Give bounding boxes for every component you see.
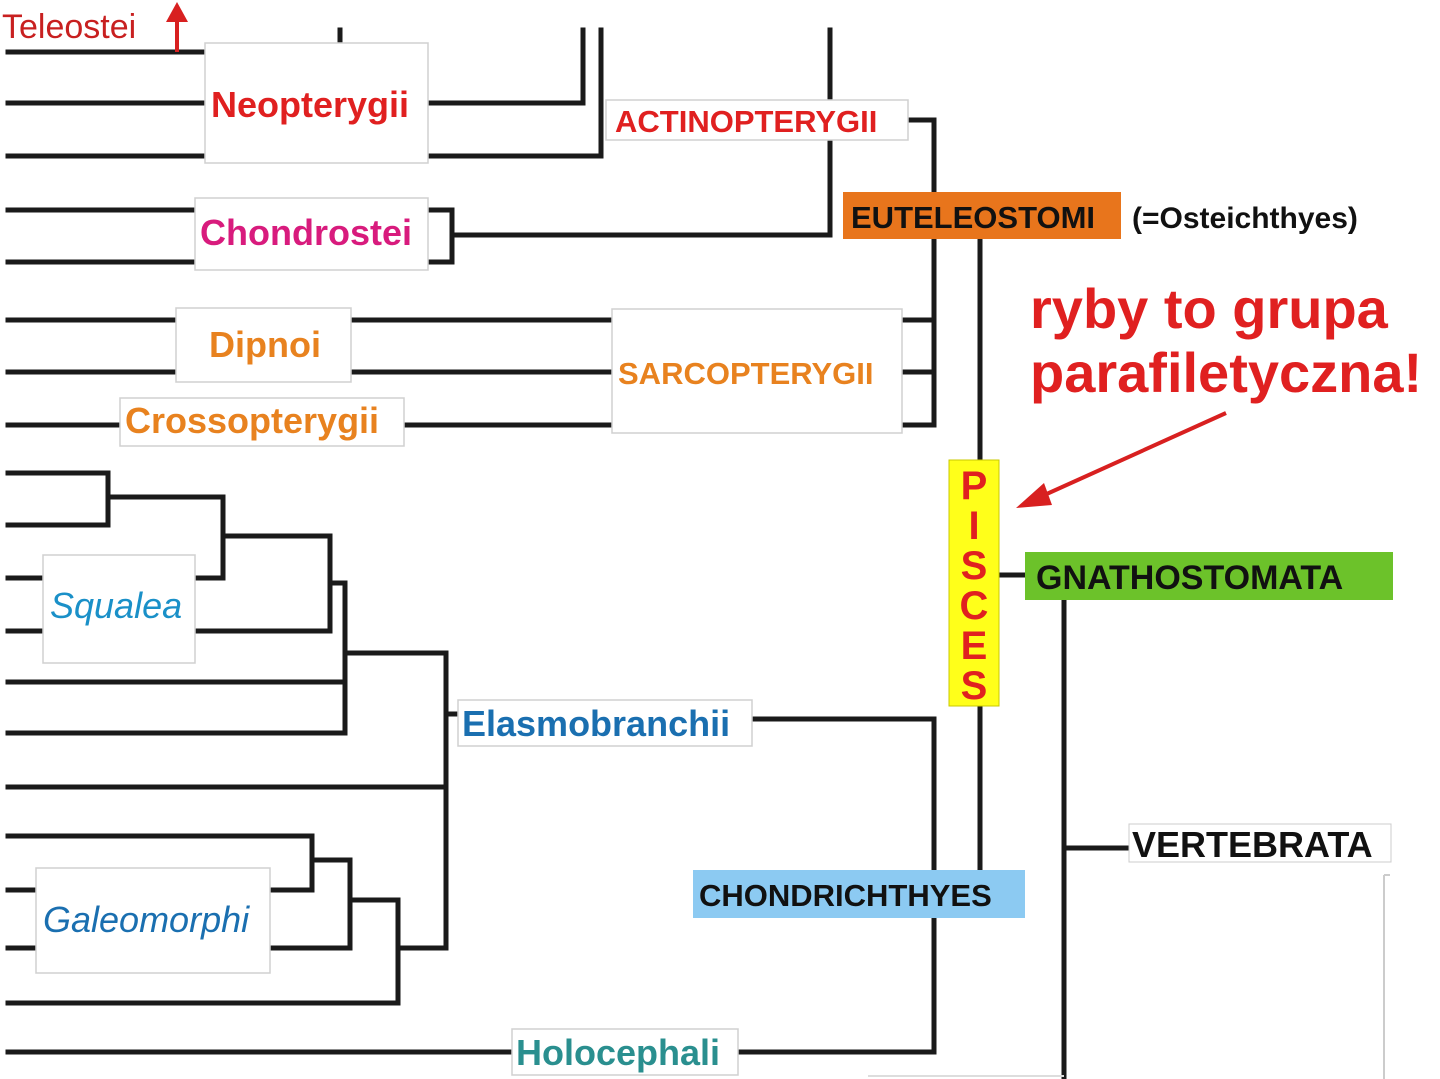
frame-edge — [1383, 874, 1390, 1079]
label-actinopterygii: ACTINOPTERYGII — [615, 104, 877, 139]
crossopterygii-box — [119, 397, 405, 447]
label-crossopterygii: Crossopterygii — [125, 400, 379, 441]
vertebrata-box — [1128, 823, 1392, 863]
chondrostei-box — [194, 197, 429, 271]
note-line-1: ryby to grupa — [1030, 277, 1389, 340]
label-dipnoi: Dipnoi — [209, 324, 321, 365]
squalea-box — [42, 554, 196, 664]
pisces-box — [948, 459, 1000, 707]
label-elasmobranchii: Elasmobranchii — [462, 703, 730, 744]
gnathostomata-box — [1025, 552, 1393, 600]
sarcopterygii-box — [611, 308, 903, 434]
dipnoi-box — [175, 307, 352, 383]
euteleostomi-box — [843, 192, 1121, 239]
galeomorphi-box — [35, 867, 271, 974]
label-gnathostomata: GNATHOSTOMATA — [1036, 559, 1343, 597]
label-vertebrata: VERTEBRATA — [1132, 824, 1373, 865]
label-osteichthyes: (=Osteichthyes) — [1132, 202, 1358, 235]
elasmobranchii-box — [457, 699, 753, 747]
label-squalea: Squalea — [50, 585, 182, 626]
label-euteleostomi: EUTELEOSTOMI — [851, 200, 1095, 235]
label-neopterygii: Neopterygii — [211, 84, 409, 125]
label-chondrostei: Chondrostei — [200, 212, 412, 253]
label-teleostei: Teleostei — [2, 8, 136, 46]
pisces-letter: P — [961, 464, 988, 508]
neopterygii-box — [204, 42, 429, 164]
label-pisces: P I S C E S — [960, 464, 989, 708]
actinopterygii-box — [605, 99, 909, 141]
pisces-letter: S — [961, 664, 988, 708]
pisces-letter: S — [961, 544, 988, 588]
chondrichthyes-box — [693, 870, 1025, 918]
label-chondrichthyes: CHONDRICHTHYES — [699, 878, 992, 913]
label-holocephali: Holocephali — [516, 1032, 720, 1073]
note-line-2: parafiletyczna! — [1030, 341, 1422, 404]
pisces-letter: E — [961, 624, 988, 668]
note-arrow-icon — [1016, 411, 1227, 508]
label-galeomorphi: Galeomorphi — [43, 899, 250, 940]
tree-branches — [5, 27, 1133, 1079]
pisces-letter: I — [968, 504, 979, 548]
pisces-letter: C — [960, 584, 989, 628]
teleostei-arrow-icon — [166, 2, 188, 52]
holocephali-box — [511, 1028, 739, 1076]
label-sarcopterygii: SARCOPTERYGII — [618, 356, 874, 391]
